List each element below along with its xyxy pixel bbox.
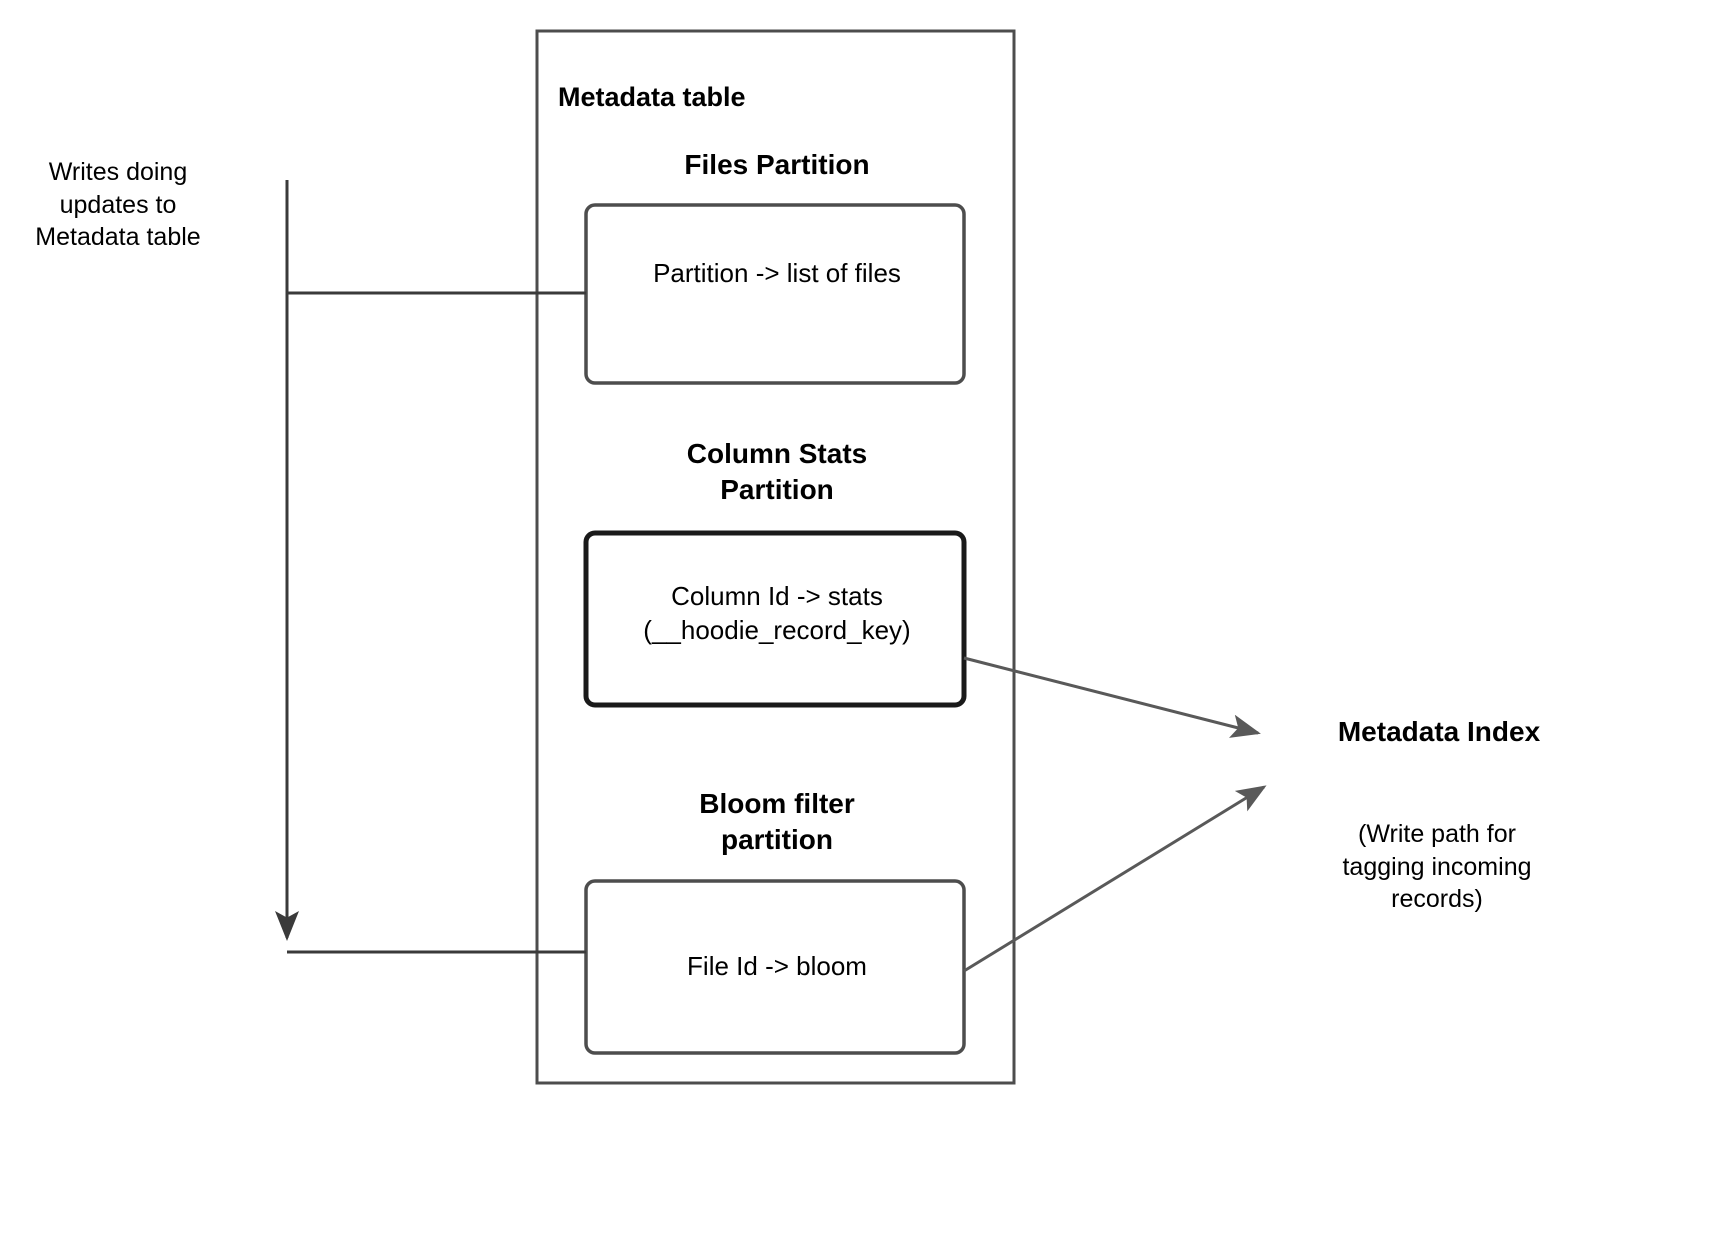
metadata-table-container [535, 29, 1016, 1085]
metadata-table-title: Metadata table [558, 82, 746, 112]
files-partition-box [584, 203, 966, 385]
arrow-bloom-to-metadata-index [963, 785, 1267, 973]
column-stats-partition-heading: Column Stats Partition [686, 438, 868, 506]
files-partition-heading: Files Partition [684, 149, 870, 180]
writes-annotation-label: Writes doing updates to Metadata table [35, 158, 201, 251]
bloom-filter-partition-heading: Bloom filter partition [699, 788, 855, 856]
column-stats-partition-box-text: Column Id -> stats (__hoodie_record_key) [643, 581, 911, 645]
files-partition-box-text: Partition -> list of files [653, 258, 901, 288]
metadata-index-caption: (Write path for tagging incoming records… [1342, 820, 1532, 913]
bloom-filter-partition-box-text: File Id -> bloom [687, 951, 867, 981]
metadata-index-title: Metadata Index [1337, 716, 1541, 747]
arrow-colstats-to-metadata-index [963, 656, 1261, 738]
